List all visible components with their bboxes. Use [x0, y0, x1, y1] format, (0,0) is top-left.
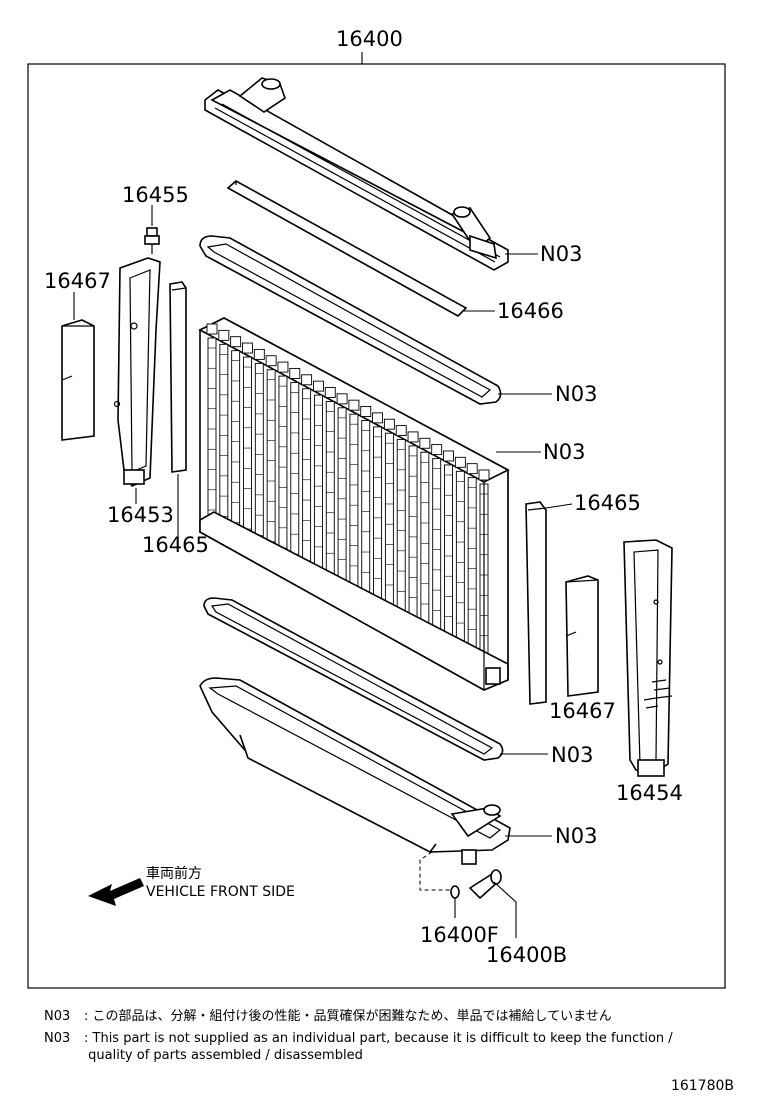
seal-left	[169, 281, 187, 473]
note-text: : This part is not supplied as an indivi…	[84, 1031, 673, 1046]
note-n03-english: N03 : This part is not supplied as an ind…	[44, 1030, 673, 1047]
label-16454: 16454	[616, 781, 683, 805]
lower-tank	[199, 677, 511, 865]
label-16465-left: 16465	[142, 533, 209, 557]
gasket-upper	[199, 235, 502, 405]
front-direction-arrow	[88, 878, 144, 906]
label-n03-e: N03	[555, 824, 597, 848]
figure-code: 161780B	[670, 1078, 734, 1094]
label-16453: 16453	[107, 503, 174, 527]
label-16400: 16400	[336, 27, 403, 51]
label-16465-right: 16465	[574, 491, 641, 515]
upper-tank	[204, 77, 509, 271]
gasket-lower	[203, 597, 504, 761]
cushion-right	[565, 575, 599, 697]
note-code: N03	[44, 1031, 71, 1046]
label-n03-c: N03	[543, 440, 585, 464]
label-n03-d: N03	[551, 743, 593, 767]
seal-top	[226, 180, 468, 317]
seal-right	[525, 501, 547, 705]
label-16400F: 16400F	[420, 923, 499, 947]
bolt-16455	[144, 227, 160, 254]
note-code: N03	[44, 1009, 71, 1024]
label-16400B: 16400B	[486, 943, 567, 967]
radiator-core	[198, 317, 510, 691]
label-16455: 16455	[122, 183, 189, 207]
note-text: : この部品は、分解・組付け後の性能・品質確保が困難なため、単品では補給していま…	[84, 1009, 612, 1024]
label-n03-a: N03	[540, 242, 582, 266]
note-text: quality of parts assembled / disassemble…	[84, 1048, 363, 1063]
label-16466: 16466	[497, 299, 564, 323]
assembly-frame	[27, 63, 726, 989]
front-direction-japanese: 車両前方	[146, 865, 202, 882]
drain-gasket	[450, 885, 460, 899]
note-n03-english-continued: quality of parts assembled / disassemble…	[44, 1047, 363, 1064]
cushion-left	[61, 319, 95, 441]
front-direction-english: VEHICLE FRONT SIDE	[146, 884, 295, 900]
note-n03-japanese: N03 : この部品は、分解・組付け後の性能・品質確保が困難なため、単品では補給し…	[44, 1008, 612, 1025]
support-left	[113, 257, 161, 488]
label-16467-right: 16467	[549, 699, 616, 723]
label-16467-left: 16467	[44, 269, 111, 293]
support-right	[623, 539, 673, 777]
label-n03-b: N03	[555, 382, 597, 406]
